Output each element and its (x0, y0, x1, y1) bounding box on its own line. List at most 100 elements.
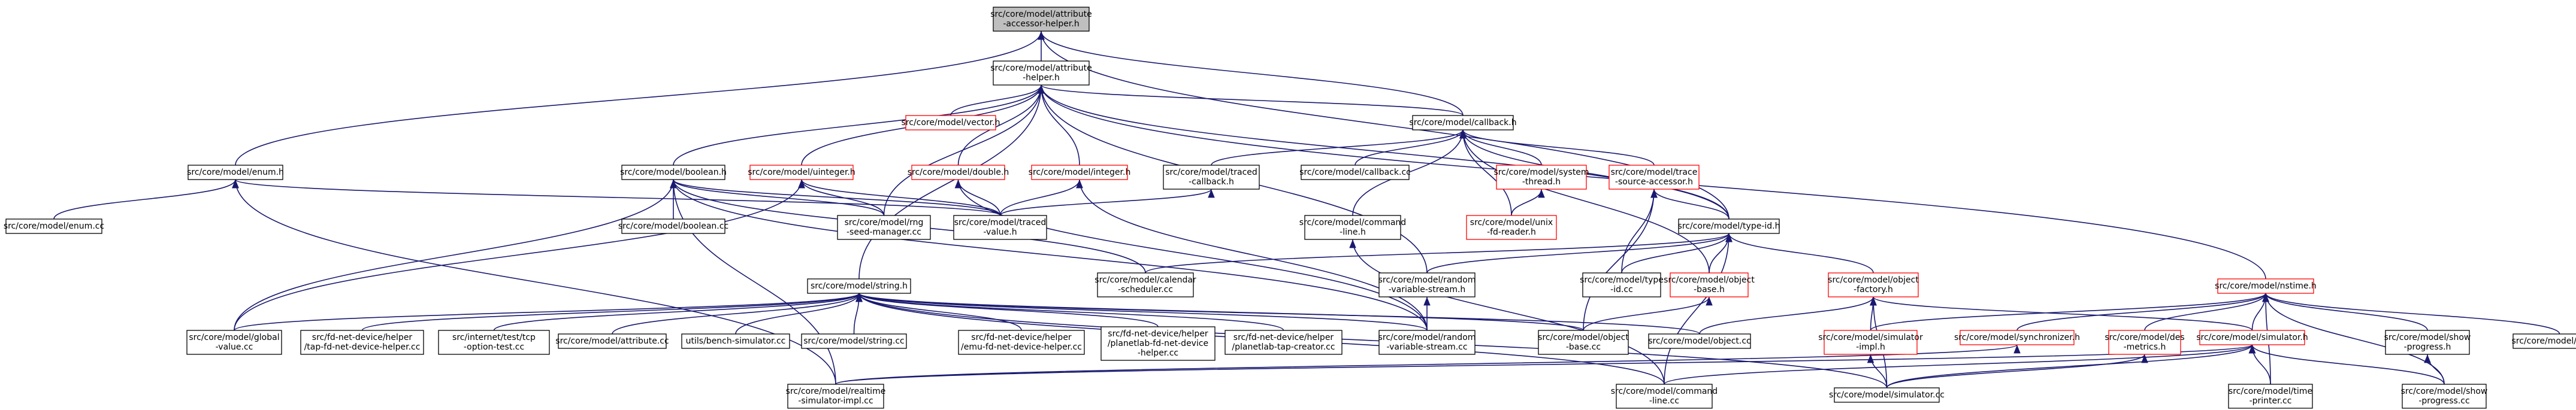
node-unix-fd-reader-h[interactable]: src/core/model/unix-fd-reader.h (1466, 215, 1557, 240)
node-system-thread-h[interactable]: src/core/model/system-thread.h (1493, 165, 1589, 190)
node-calendar-scheduler-cc[interactable]: src/core/model/calendar-scheduler.cc (1095, 272, 1196, 297)
node-type-id-h[interactable]: src/core/model/type-id.h (1678, 218, 1780, 234)
include-edge (361, 293, 863, 331)
node-type-id-cc[interactable]: src/core/model/type-id.cc (1580, 272, 1664, 297)
node-command-line-cc[interactable]: src/core/model/command-line.cc (1611, 384, 1718, 409)
node-box (186, 330, 282, 355)
include-edge (1145, 233, 1733, 274)
node-box (1834, 387, 1940, 403)
node-label-line: -factory.h (1854, 285, 1893, 294)
node-synchronizer-h[interactable]: src/core/model/synchronizer.h (1954, 330, 2080, 345)
node-random-variable-stream-cc[interactable]: src/core/model/random-variable-stream.cc (1378, 330, 1476, 355)
node-nstime-h[interactable]: src/core/model/nstime.h (2215, 278, 2317, 294)
node-fd-net-emu-helper[interactable]: src/fd-net-device/helper/emu-fd-net-devi… (958, 330, 1085, 355)
include-edge (1725, 233, 1874, 274)
include-edge (1459, 129, 1730, 220)
node-callback-cc[interactable]: src/core/model/callback.cc (1299, 165, 1411, 180)
node-fd-net-tap-helper[interactable]: src/fd-net-device/helper/tap-fd-net-devi… (300, 330, 424, 355)
node-object-cc[interactable]: src/core/model/object.cc (1648, 333, 1751, 349)
node-attribute-accessor-helper[interactable]: src/core/model/attribute-accessor-helper… (990, 7, 1092, 32)
node-traced-value-h[interactable]: src/core/model/traced-value.h (953, 215, 1047, 240)
node-vector-h[interactable]: src/core/model/vector.h (902, 115, 1000, 130)
node-label-line: src/fd-net-device/helper (1108, 329, 1208, 339)
node-bench-simulator[interactable]: utils/bench-simulator.cc (681, 333, 790, 349)
node-box (1031, 165, 1128, 180)
node-label-line: src/core/model/string.cc (803, 336, 905, 346)
node-command-line-h[interactable]: src/core/model/command-line.h (1299, 215, 1406, 240)
node-callback-h[interactable]: src/core/model/callback.h (1409, 115, 1517, 130)
node-string-h[interactable]: src/core/model/string.h (807, 278, 911, 294)
node-box (1496, 165, 1587, 190)
include-edge (954, 179, 1001, 216)
node-enum-h[interactable]: src/core/model/enum.h (187, 165, 284, 180)
include-edge (855, 293, 1022, 331)
node-simulator-impl-h[interactable]: src/core/model/simulator-impl.h (1818, 330, 1923, 355)
node-box (2108, 330, 2181, 355)
node-enum-cc[interactable]: src/core/model/enum.cc (4, 218, 104, 234)
node-box (1824, 330, 1918, 355)
node-box (993, 7, 1090, 32)
node-box (1163, 165, 1260, 190)
node-label-line: -line.h (1340, 227, 1366, 237)
node-label-line: src/core/model/callback.cc (1299, 168, 1411, 177)
node-tcp-option-test[interactable]: src/internet/test/tcp-option-test.cc (438, 330, 550, 355)
node-show-progress-h[interactable]: src/core/model/show-progress.h (2384, 330, 2471, 355)
include-edge (2144, 293, 2269, 331)
node-box (787, 384, 884, 409)
node-box (621, 165, 725, 180)
node-object-base-h[interactable]: src/core/model/object-base.h (1664, 272, 1755, 297)
node-box (1678, 218, 1780, 234)
include-edge (1583, 189, 1658, 331)
node-traced-callback-h[interactable]: src/core/model/traced-callback.h (1163, 165, 1260, 190)
include-edge (1870, 293, 2269, 331)
node-object-base-cc[interactable]: src/core/model/object-base.cc (1538, 330, 1629, 355)
include-edge (798, 179, 1001, 216)
node-layer: src/core/model/attribute-accessor-helper… (4, 7, 2576, 409)
node-box (958, 330, 1085, 355)
node-label-line: -seed-manager.cc (846, 227, 921, 237)
node-attribute-cc[interactable]: src/core/model/attribute.cc (555, 333, 669, 349)
node-label-line: src/fd-net-device/helper (971, 333, 1072, 342)
include-edge (2251, 293, 2269, 331)
node-trace-source-accessor-h[interactable]: src/core/model/trace-source-accessor.h (1609, 165, 1700, 190)
node-simulator-cc[interactable]: src/core/model/simulator.cc (1829, 387, 1945, 403)
node-label-line: -callback.h (1189, 177, 1234, 187)
node-label-line: -impl.h (1856, 342, 1885, 352)
node-label-line: src/core/model/rng (845, 218, 924, 227)
node-global-value-cc[interactable]: src/core/model/global-value.cc (186, 330, 282, 355)
node-realtime-simulator-impl-cc[interactable]: src/core/model/realtime-simulator-impl.c… (786, 384, 886, 409)
include-edge (673, 84, 1045, 166)
include-edge (2262, 293, 2560, 335)
node-simulator-h[interactable]: src/core/model/simulator.h (2196, 330, 2308, 345)
node-attribute-helper[interactable]: src/core/model/attribute-helper.h (990, 60, 1092, 86)
node-uinteger-h[interactable]: src/core/model/uinteger.h (748, 165, 855, 180)
include-edge (855, 293, 1428, 331)
node-boolean-h[interactable]: src/core/model/boolean.h (620, 165, 727, 180)
node-time-cc[interactable]: src/core/model/time.cc (2512, 333, 2576, 349)
node-des-metrics-h[interactable]: src/core/model/des-metrics.h (2105, 330, 2185, 355)
node-random-variable-stream-h[interactable]: src/core/model/random-variable-stream.h (1378, 272, 1476, 297)
node-object-factory-h[interactable]: src/core/model/object-factory.h (1828, 272, 1919, 297)
node-label-line: src/internet/test/tcp (452, 333, 536, 342)
node-label-line: src/core/model/string.h (811, 281, 908, 291)
include-edge (670, 179, 1001, 216)
node-time-printer-cc[interactable]: src/core/model/time-printer.cc (2228, 384, 2313, 409)
node-integer-h[interactable]: src/core/model/integer.h (1029, 165, 1131, 180)
node-label-line: src/core/model/nstime.h (2215, 281, 2317, 291)
node-rng-seed-manager-cc[interactable]: src/core/model/rng-seed-manager.cc (837, 215, 931, 240)
node-box (801, 333, 907, 349)
include-edge (1699, 296, 1877, 335)
node-fd-net-planetlab-helper[interactable]: src/fd-net-device/helper/planetlab-fd-ne… (1100, 326, 1216, 361)
node-label-line: src/core/model/enum.cc (4, 221, 104, 231)
node-fd-net-planetlab-tap[interactable]: src/fd-net-device/helper/planetlab-tap-c… (1224, 330, 1343, 355)
include-edge (234, 179, 805, 331)
node-string-cc[interactable]: src/core/model/string.cc (801, 333, 907, 349)
node-label-line: /emu-fd-net-device-helper.cc (961, 342, 1082, 352)
node-show-progress-cc[interactable]: src/core/model/show-progress.cc (2401, 384, 2488, 409)
node-box (749, 165, 854, 180)
node-double-h[interactable]: src/core/model/double.h (908, 165, 1009, 180)
node-label-line: src/core/model/type (1580, 275, 1664, 285)
node-label-line: src/core/model/attribute.cc (555, 336, 669, 346)
node-boolean-cc[interactable]: src/core/model/boolean.cc (618, 218, 728, 234)
include-edge (1459, 129, 1512, 216)
